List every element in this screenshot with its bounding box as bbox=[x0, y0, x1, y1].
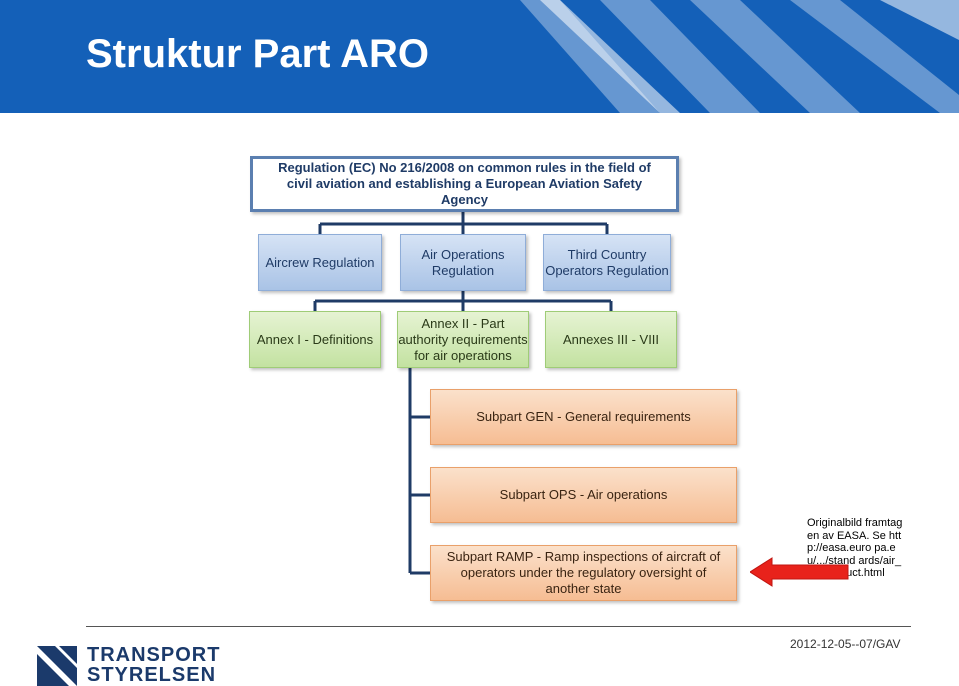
air-operations-regulation-box: Air Operations Regulation bbox=[400, 234, 526, 291]
footer-divider bbox=[86, 626, 911, 627]
annex-2-part-authority-box: Annex II - Part authority requirements f… bbox=[397, 311, 529, 368]
annexes-3-8-box: Annexes III - VIII bbox=[545, 311, 677, 368]
logo-line-1: TRANSPORT bbox=[87, 644, 221, 666]
subpart-ops-box: Subpart OPS - Air operations bbox=[430, 467, 737, 523]
logo-line-2: STYRELSEN bbox=[87, 664, 217, 686]
subpart-gen-box: Subpart GEN - General requirements bbox=[430, 389, 737, 445]
footer-date: 2012-12-05--07/GAV bbox=[790, 637, 901, 651]
slide-title: Struktur Part ARO bbox=[86, 32, 430, 76]
subpart-ramp-box: Subpart RAMP - Ramp inspections of aircr… bbox=[430, 545, 737, 601]
red-arrow-icon bbox=[750, 557, 849, 587]
logo-wordmark: TRANSPORT STYRELSEN bbox=[87, 645, 220, 685]
regulation-216-2008-box: Regulation (EC) No 216/2008 on common ru… bbox=[250, 156, 679, 212]
slide-header: Struktur Part ARO bbox=[0, 0, 959, 113]
transportstyrelsen-logo-icon bbox=[37, 646, 77, 686]
header-graphic bbox=[520, 0, 959, 113]
aircrew-regulation-box: Aircrew Regulation bbox=[258, 234, 382, 291]
annex-1-definitions-box: Annex I - Definitions bbox=[249, 311, 381, 368]
third-country-operators-regulation-box: Third Country Operators Regulation bbox=[543, 234, 671, 291]
